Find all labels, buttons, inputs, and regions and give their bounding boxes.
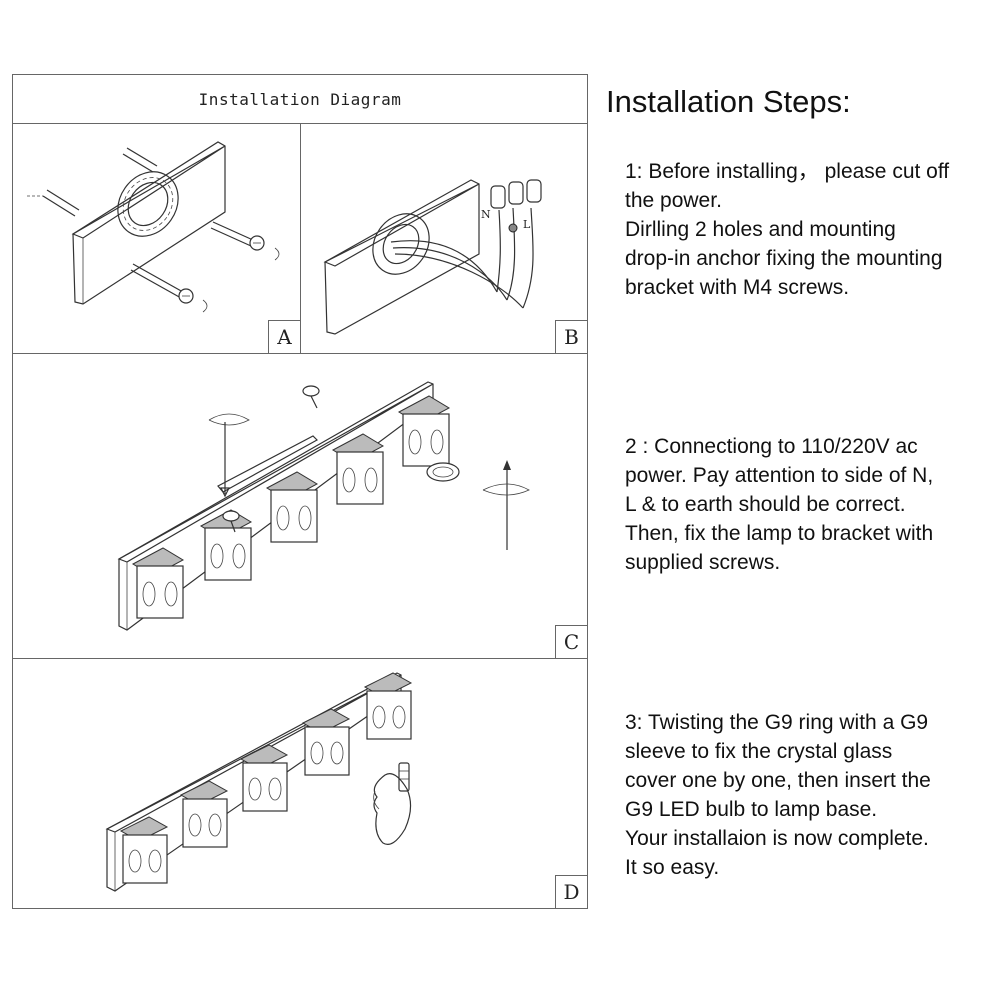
ring-c (426, 462, 460, 482)
step-3: 3: Twisting the G9 ring with a G9 sleeve… (625, 708, 995, 882)
panel-label-a: A (268, 320, 300, 353)
step-3-line: G9 LED bulb to lamp base. (625, 798, 878, 821)
step-2: 2 : Connectiong to 110/220V ac power. Pa… (625, 432, 995, 577)
step-1-line: drop-in anchor fixing the mounting (625, 247, 943, 270)
panel-label-c: C (555, 625, 587, 658)
wire-connectors (490, 179, 542, 233)
step-3-line: Your installaion is now complete. (625, 827, 929, 850)
step-1-line: Dirlling 2 holes and mounting (625, 218, 896, 241)
step-2-line: power. Pay attention to side of N, (625, 464, 934, 487)
lamp-mounting-illustration (117, 381, 530, 631)
step-1: 1: Before installing， please cut off the… (625, 157, 995, 302)
anchor-left (27, 189, 80, 217)
lamp-head-d1 (119, 816, 169, 884)
step-1-line: 1: Before installing， please cut off (625, 160, 950, 183)
step-2-line: supplied screws. (625, 551, 781, 574)
screw-c-left (208, 413, 250, 533)
step-2-line: 2 : Connectiong to 110/220V ac (625, 435, 918, 458)
panel-b: N L B (301, 124, 587, 354)
step-2-line: L & to earth should be correct. (625, 493, 906, 516)
rotate-arrow-c (482, 460, 530, 550)
step-1-line: the power. (625, 189, 722, 212)
wire-label-n: N (481, 208, 491, 221)
step-3-line: cover one by one, then insert the (625, 769, 931, 792)
bracket-screws-illustration (27, 141, 280, 313)
step-3-line: 3: Twisting the G9 ring with a G9 (625, 711, 929, 734)
anchor-top (122, 147, 158, 173)
lamp-head-5 (397, 395, 451, 467)
panel-label-d: D (555, 875, 587, 908)
panel-d: D (13, 659, 587, 908)
bulb-install-illustration (105, 672, 413, 892)
wire-label-l: L (523, 218, 531, 231)
screw-bottom (130, 263, 208, 313)
installation-steps-title: Installation Steps: (606, 84, 851, 119)
panel-c: C (13, 354, 587, 659)
step-3-line: sleeve to fix the crystal glass (625, 740, 893, 763)
lamp-head-4 (331, 433, 385, 505)
hand-with-bulb (373, 762, 412, 845)
lamp-head-3 (265, 471, 319, 543)
panel-a: A (13, 124, 301, 354)
lamp-head-d2 (179, 780, 229, 848)
screw-right (210, 221, 280, 261)
diagram-title: Installation Diagram (13, 75, 587, 124)
installation-diagram-frame: Installation Diagram (12, 74, 588, 909)
lamp-head-d4 (301, 708, 351, 776)
screw-c-top (302, 385, 320, 409)
panel-label-b: B (555, 320, 587, 353)
lamp-head-d5 (363, 672, 413, 740)
step-1-line: bracket with M4 screws. (625, 276, 850, 299)
step-3-line: It so easy. (625, 856, 720, 879)
step-2-line: Then, fix the lamp to bracket with (625, 522, 934, 545)
wiring-illustration: N L (323, 179, 542, 335)
lamp-head-1 (131, 547, 185, 619)
lamp-head-d3 (239, 744, 289, 812)
